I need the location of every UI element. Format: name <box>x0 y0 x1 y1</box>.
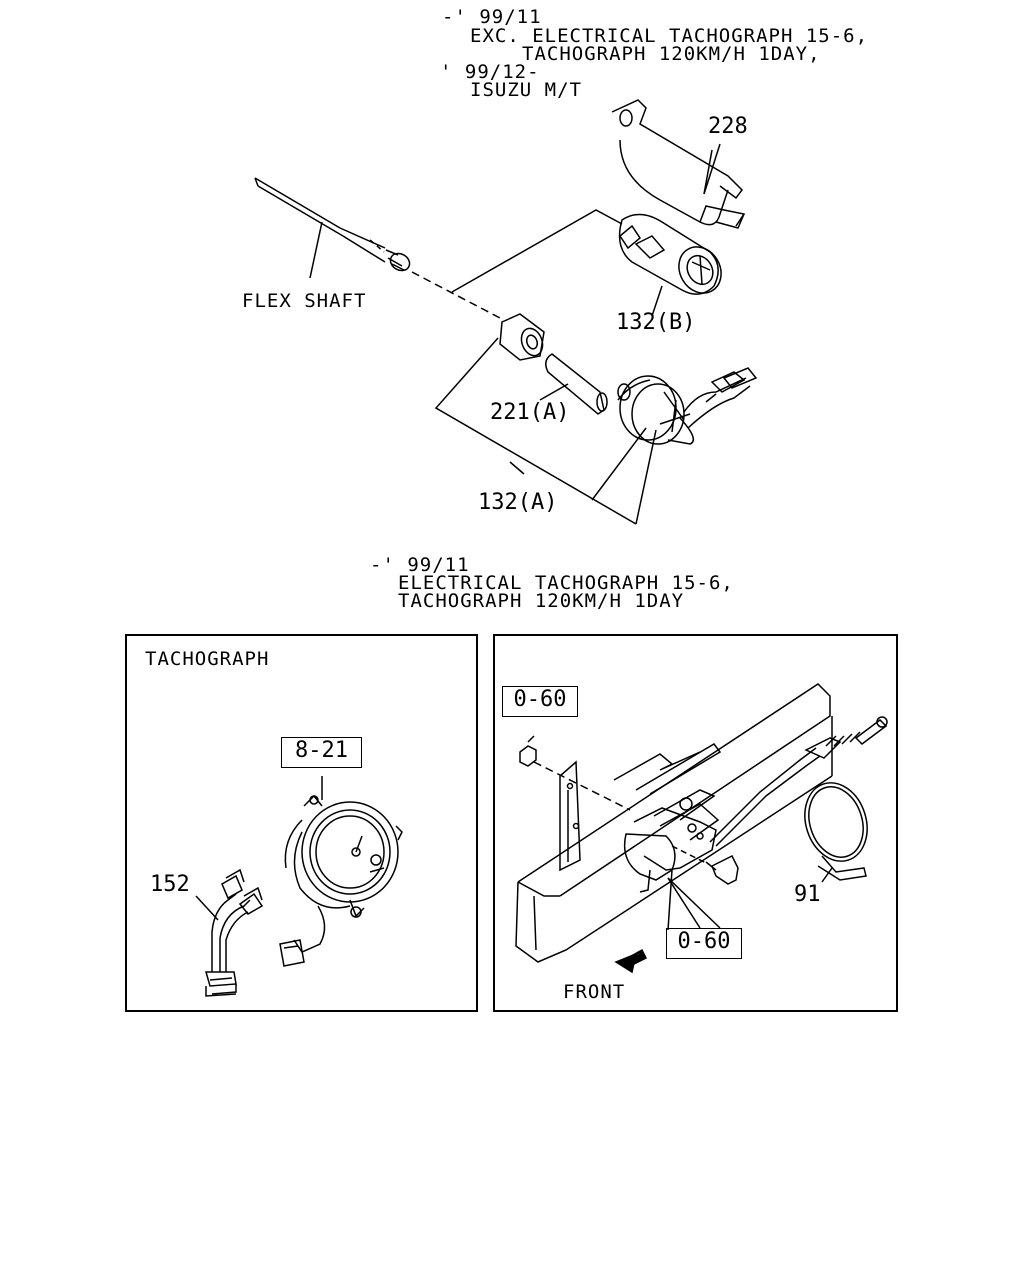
harness-152-drawing <box>195 868 264 997</box>
tachograph-drawing <box>279 776 403 967</box>
tachograph-panel-title: TACHOGRAPH <box>145 648 270 670</box>
mid-note-line2: ELECTRICAL TACHOGRAPH 15-6, <box>398 572 734 594</box>
part-label-132a: 132(A) <box>478 490 558 515</box>
sensor-132a-drawing <box>617 367 758 445</box>
frame-drawing <box>515 683 833 963</box>
cover-228-drawing <box>611 99 746 229</box>
part-label-228: 228 <box>708 114 748 139</box>
ref-box-0-60-bottom: 0-60 <box>666 928 742 959</box>
installation-panel <box>493 634 898 1012</box>
ref-box-0-60-top: 0-60 <box>502 686 578 717</box>
top-note-line4: ' 99/12- <box>440 61 540 83</box>
front-arrow-icon <box>614 948 648 974</box>
part-label-91: 91 <box>794 882 821 907</box>
top-note-line5: ISUZU M/T <box>470 79 582 101</box>
top-note-line1: -' 99/11 <box>442 6 542 28</box>
mid-note-line3: TACHOGRAPH 120KM/H 1DAY <box>398 590 685 612</box>
flex-shaft-drawing <box>254 177 501 319</box>
top-note-line3: TACHOGRAPH 120KM/H 1DAY, <box>522 43 821 65</box>
cable-drawing <box>709 716 888 847</box>
pin-221a-drawing <box>539 353 608 415</box>
ref-box-8-21: 8-21 <box>281 737 362 768</box>
top-note-line2: EXC. ELECTRICAL TACHOGRAPH 15-6, <box>470 25 869 47</box>
tachograph-panel <box>125 634 478 1012</box>
part-label-221a: 221(A) <box>490 400 570 425</box>
part-label-132b: 132(B) <box>616 310 696 335</box>
mid-note-line1: -' 99/11 <box>370 554 470 576</box>
part-label-152: 152 <box>150 872 190 897</box>
bolt-drawing <box>519 735 739 885</box>
coupler-drawing <box>499 313 545 361</box>
sensor-132b-drawing <box>618 213 722 317</box>
flex-shaft-label: FLEX SHAFT <box>242 290 367 312</box>
front-label: FRONT <box>563 981 626 1003</box>
clip-91-drawing <box>804 782 868 883</box>
